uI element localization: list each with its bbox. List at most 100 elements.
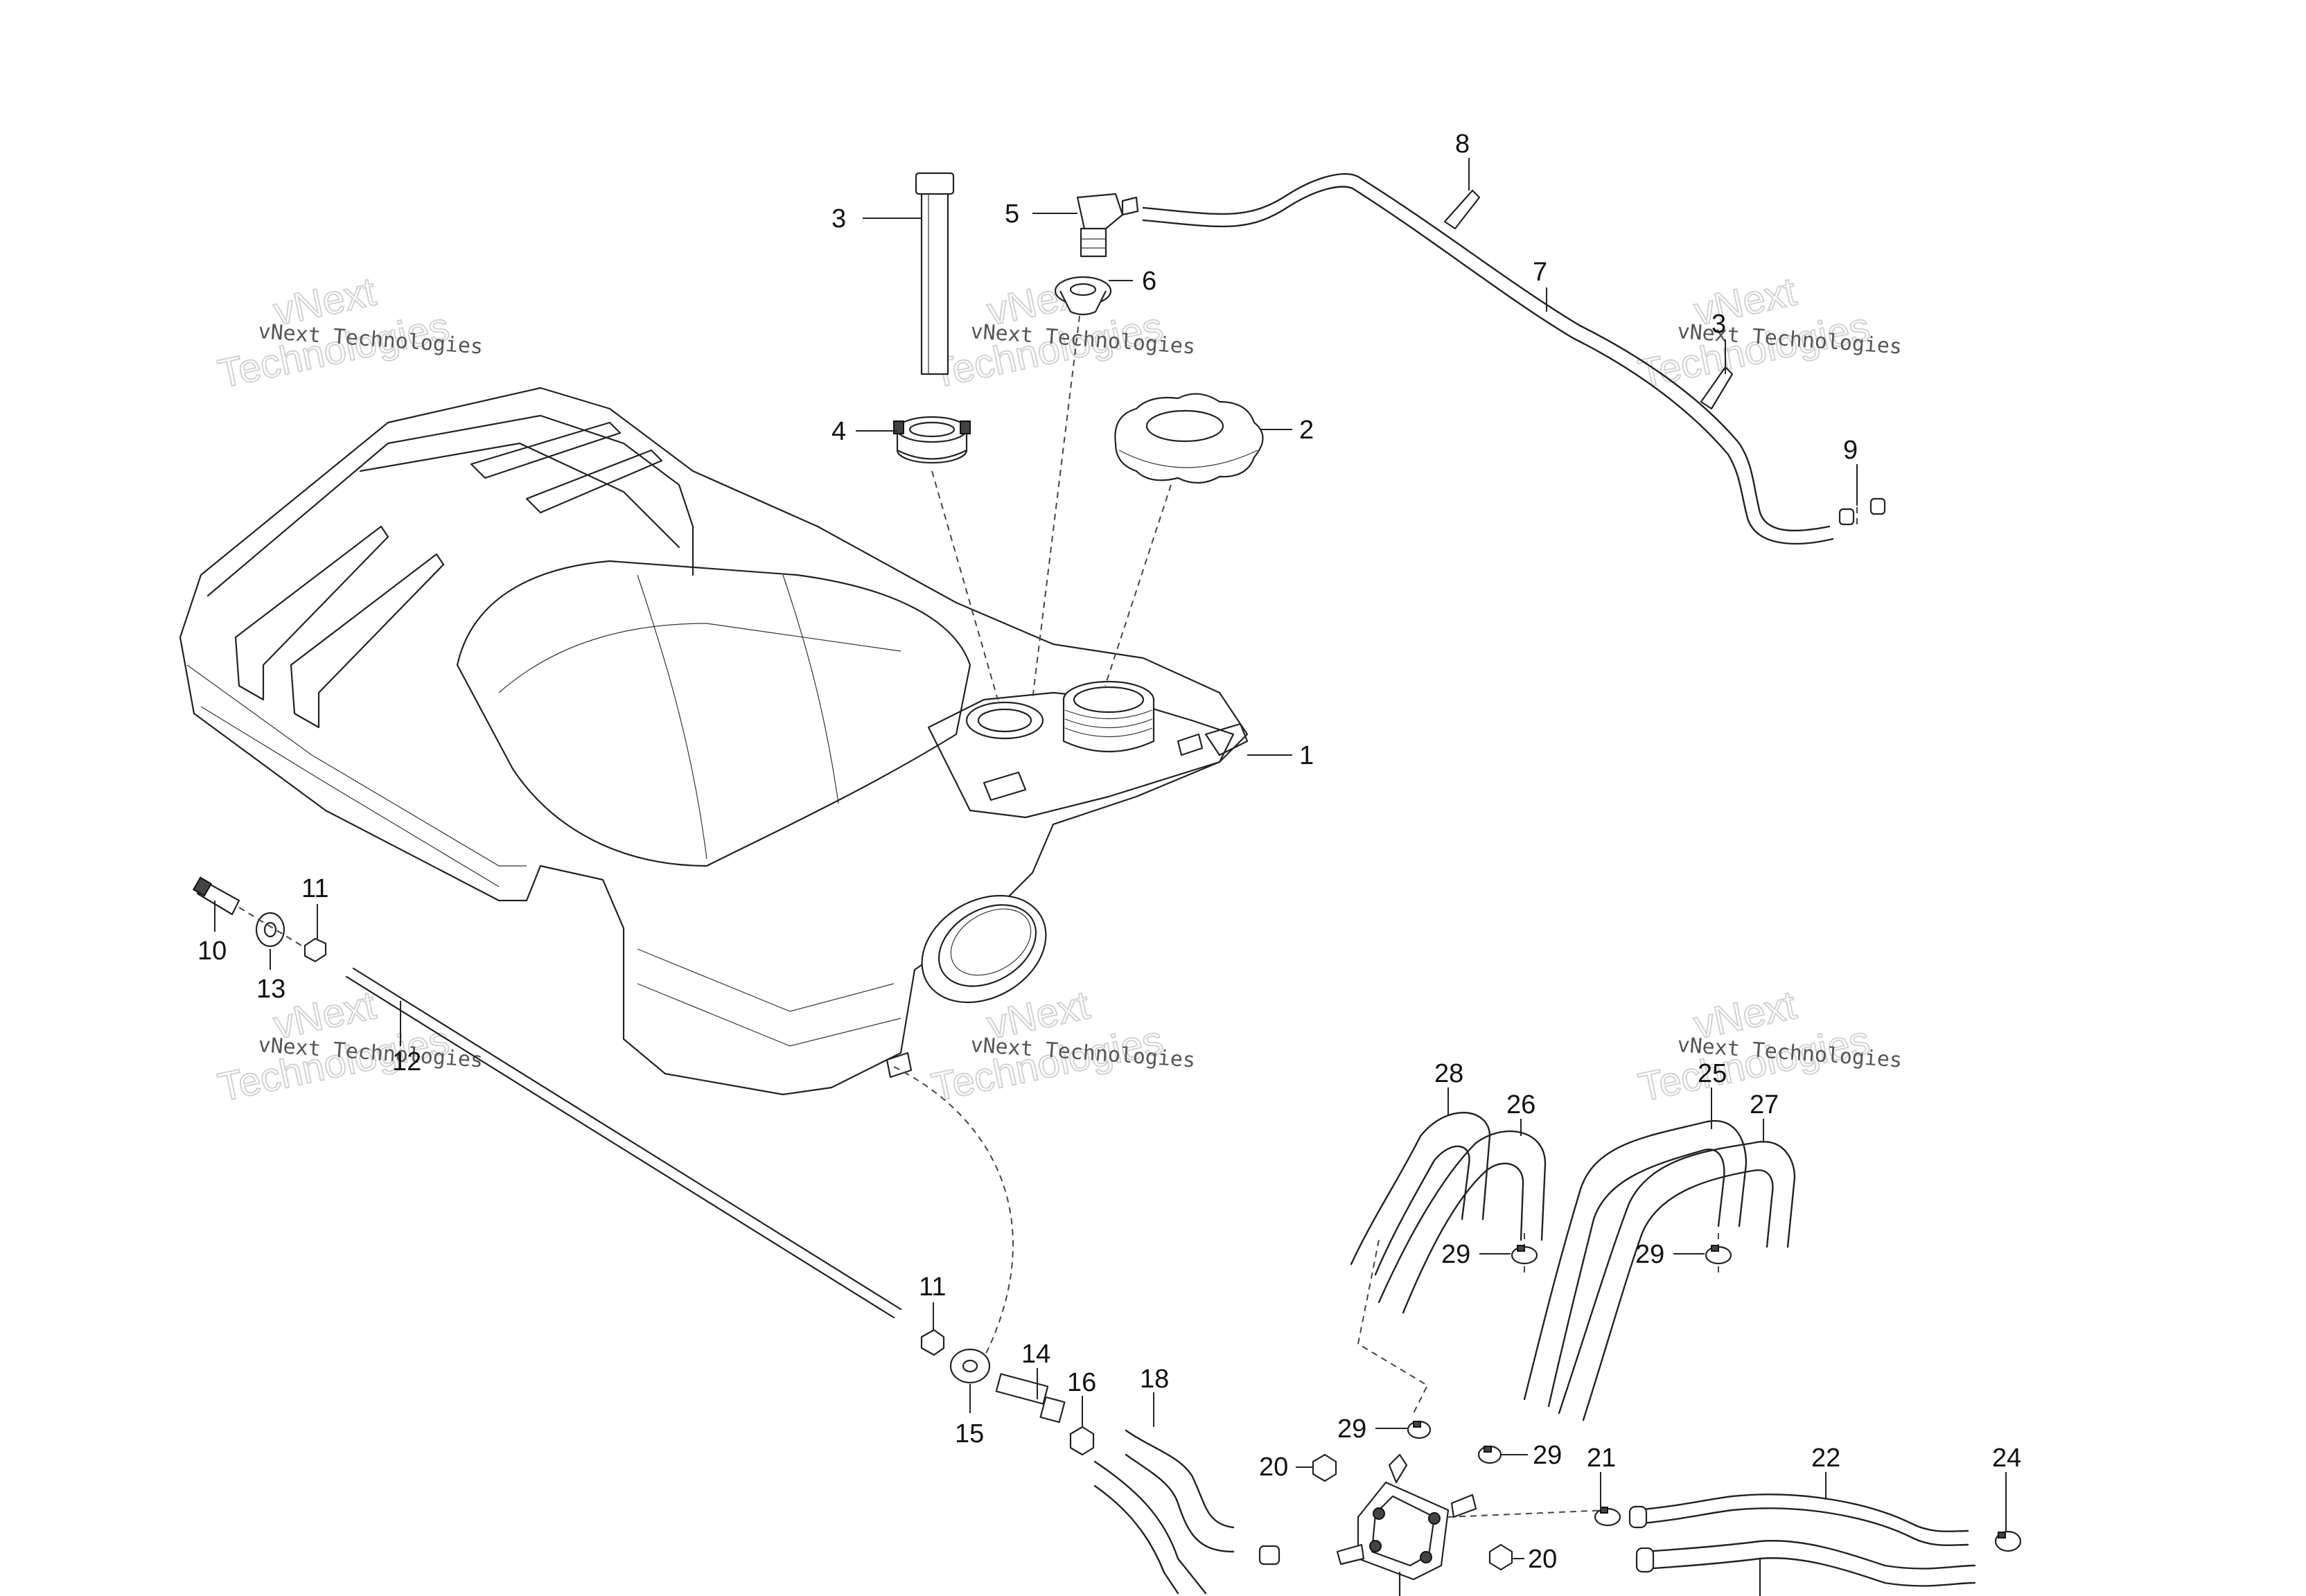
fuel-tank-slot-2 bbox=[525, 449, 663, 514]
hose-clamp-icon bbox=[1477, 1445, 1502, 1464]
fuel-tank-filler-plateau bbox=[927, 691, 1235, 819]
hose-clamp-icon bbox=[1994, 1530, 2022, 1552]
callout-11: 11 bbox=[301, 874, 328, 903]
watermark-bottom-left: vNext Technologies vNext Technologies bbox=[213, 982, 484, 1110]
fuel-hose-icon-inner bbox=[1402, 1162, 1524, 1314]
callout-26: 26 bbox=[1506, 1090, 1535, 1119]
callout-1: 1 bbox=[1299, 741, 1314, 770]
watermark-top-right: vNext Technologies vNext Technologies bbox=[1634, 268, 1903, 397]
hose-clamp-icon bbox=[1838, 497, 1886, 526]
fuel-hose-icon-inner bbox=[1374, 1145, 1470, 1276]
fuel-tank-top-edge bbox=[359, 442, 680, 549]
hose-end-icon bbox=[1635, 1547, 1655, 1573]
callout-27: 27 bbox=[1750, 1090, 1779, 1119]
fuel-tank-lower-line bbox=[637, 948, 895, 1012]
callout-3b: 3 bbox=[1711, 310, 1726, 339]
fuel-tank-hump-line-1 bbox=[498, 623, 901, 693]
vent-hose-icon bbox=[1142, 172, 1831, 532]
callout-21: 21 bbox=[1587, 1444, 1616, 1473]
fuel-tank-bracket bbox=[1204, 722, 1249, 756]
callout-29a: 29 bbox=[1441, 1240, 1470, 1269]
callout-22: 22 bbox=[1811, 1444, 1840, 1473]
rod-icon bbox=[352, 967, 902, 1311]
fuel-tank-fitting-3 bbox=[1177, 733, 1204, 756]
fuel-tank-slot-1 bbox=[470, 421, 622, 479]
washer-icon bbox=[255, 912, 285, 948]
hose-clamp-icon bbox=[1258, 1545, 1280, 1566]
callout-15: 15 bbox=[955, 1419, 984, 1448]
callout-8: 8 bbox=[1455, 130, 1470, 159]
callout-18: 18 bbox=[1140, 1365, 1169, 1394]
callout-20b: 20 bbox=[1528, 1545, 1557, 1574]
hose-clamp-icon bbox=[1594, 1507, 1621, 1527]
nut-icon bbox=[920, 1329, 945, 1356]
fuel-hose-icon bbox=[1093, 1460, 1207, 1595]
callout-24: 24 bbox=[1992, 1444, 2021, 1473]
fuel-tank-fitting-2 bbox=[886, 1052, 913, 1079]
fuel-hose-icon bbox=[1350, 1111, 1491, 1266]
callout-29b: 29 bbox=[1635, 1240, 1664, 1269]
nut-icon bbox=[1312, 1453, 1337, 1482]
callout-29d: 29 bbox=[1533, 1441, 1562, 1470]
fuel-hose-icon-inner bbox=[1641, 1557, 1976, 1587]
fuel-tank-top-ridge bbox=[206, 414, 694, 597]
fuel-hose-icon bbox=[1125, 1429, 1235, 1529]
nut-icon bbox=[1069, 1426, 1095, 1456]
callout-6: 6 bbox=[1142, 267, 1156, 296]
fuel-hose-icon-inner bbox=[1634, 1507, 1969, 1546]
assembly-line-2-to-tank bbox=[1104, 484, 1172, 686]
fitting-icon bbox=[995, 1373, 1066, 1424]
fuel-hose-icon bbox=[1378, 1130, 1547, 1304]
fuel-tank-hump-line-2 bbox=[637, 574, 707, 860]
hose-clip-icon bbox=[1700, 366, 1734, 410]
fuel-filler-neck bbox=[1062, 680, 1155, 753]
callout-7: 7 bbox=[1533, 258, 1547, 287]
hose-clamp-icon bbox=[1407, 1420, 1432, 1439]
fuel-tank-side-line-2 bbox=[200, 706, 500, 887]
nut-icon bbox=[303, 937, 327, 963]
fuel-hose-icon bbox=[1634, 1493, 1969, 1532]
fuel-hose-icon bbox=[1558, 1141, 1796, 1415]
fuel-hose-icon-inner bbox=[1093, 1484, 1179, 1595]
fuel-hose-icon bbox=[1641, 1540, 1976, 1570]
fuel-hose-icon bbox=[1523, 1120, 1748, 1401]
fuel-pickup-tube-icon bbox=[915, 172, 955, 375]
assembly-line-tank-to-15 bbox=[893, 1066, 1014, 1358]
fuel-hose-icon-inner bbox=[1125, 1453, 1235, 1553]
hose-clamp-icon bbox=[1511, 1245, 1538, 1265]
fuel-tank-hump-line-3 bbox=[782, 574, 839, 804]
fuel-tank-icon bbox=[179, 387, 1249, 1096]
fuel-hose-icon-inner bbox=[1582, 1169, 1774, 1421]
callout-5: 5 bbox=[1005, 200, 1019, 229]
grommet-icon bbox=[1054, 276, 1112, 316]
callout-16: 16 bbox=[1067, 1368, 1096, 1397]
bolt-icon bbox=[192, 876, 240, 916]
assembly-line-29-to-pump bbox=[1357, 1239, 1429, 1414]
fuel-pump-collar-icon bbox=[893, 416, 971, 464]
assembly-line-10-13 bbox=[238, 907, 306, 948]
callout-29c: 29 bbox=[1337, 1415, 1366, 1444]
assembly-line-pump-to-21 bbox=[1447, 1509, 1608, 1518]
fuel-hose-icon-inner bbox=[1547, 1149, 1725, 1408]
hose-clip-icon bbox=[1443, 189, 1481, 230]
callout-4: 4 bbox=[831, 417, 846, 446]
callout-11b: 11 bbox=[919, 1273, 946, 1302]
vent-hose-icon-inner bbox=[1142, 186, 1834, 545]
fuel-tank-slot-4 bbox=[290, 553, 445, 729]
nut-icon bbox=[1488, 1543, 1513, 1571]
callout-3: 3 bbox=[831, 204, 846, 233]
callout-28: 28 bbox=[1434, 1059, 1463, 1088]
callout-12: 12 bbox=[392, 1047, 421, 1076]
fuel-pump-opening bbox=[965, 701, 1044, 740]
callout-10: 10 bbox=[197, 937, 227, 966]
fuel-tank-slot-3 bbox=[234, 525, 389, 701]
callout-14: 14 bbox=[1021, 1340, 1050, 1369]
fuel-tank-side-line-1 bbox=[186, 664, 527, 867]
callout-9: 9 bbox=[1843, 436, 1858, 465]
fuel-tank-hump bbox=[456, 560, 971, 867]
callout-20: 20 bbox=[1259, 1453, 1288, 1482]
callout-13: 13 bbox=[256, 975, 285, 1004]
washer-icon bbox=[949, 1348, 991, 1384]
fuel-tank-lower-port bbox=[921, 894, 1047, 1004]
